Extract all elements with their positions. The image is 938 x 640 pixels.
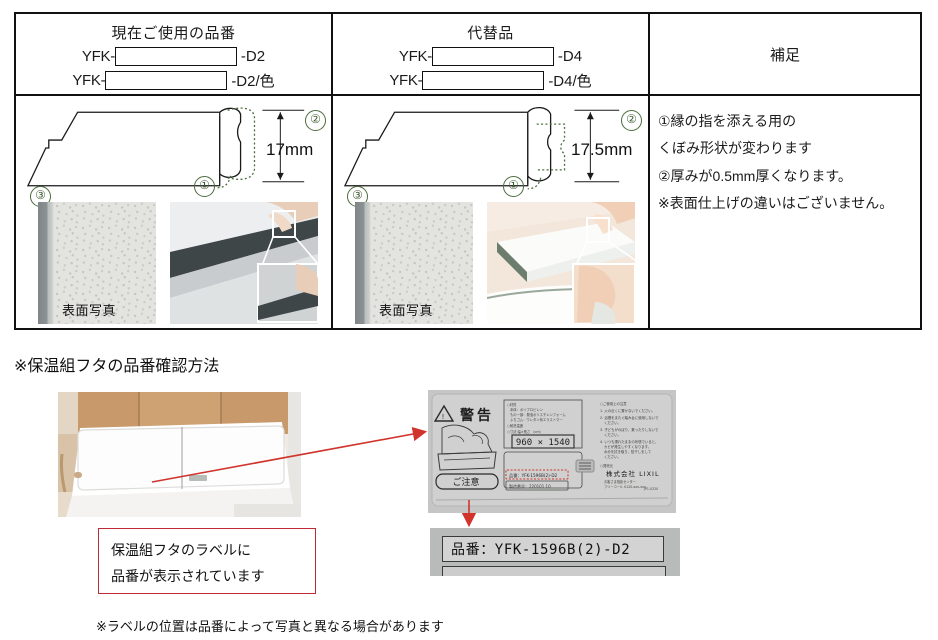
svg-text:警告: 警告 — [460, 407, 494, 424]
cross-section-diagram-current — [26, 107, 305, 189]
svg-text:ください。: ください。 — [604, 432, 621, 437]
svg-text:JP1-0220: JP1-0220 — [643, 487, 658, 491]
cross-section-diagram-replacement — [343, 106, 620, 190]
callout-box-label-location: 保温組フタのラベルに 品番が表示されています — [98, 528, 316, 594]
comparison-table: 現在ご使用の品番 YFK- -D2 YFK- -D2/色 — [14, 12, 922, 330]
svg-text:4. いつも濡れたままの状態でいると、: 4. いつも濡れたままの状態でいると、 — [600, 439, 658, 444]
svg-text:3. 子どもがのぼり、乗ったりしないで: 3. 子どもがのぼり、乗ったりしないで — [600, 427, 659, 432]
svg-text:ご注意: ご注意 — [452, 476, 479, 488]
surface-photo-caption: 表面写真 — [62, 303, 117, 318]
header-cell-current: 現在ご使用の品番 YFK- -D2 YFK- -D2/色 — [16, 14, 331, 96]
code-row-replacement-1: YFK- -D4 — [333, 47, 648, 66]
svg-text:水分を拭き取り、陰干しをして: 水分を拭き取り、陰干しをして — [604, 449, 651, 454]
svg-text:ください。: ください。 — [604, 454, 621, 459]
surface-photo-caption: 表面写真 — [379, 303, 434, 318]
code-input-replacement-2[interactable] — [422, 71, 545, 90]
section-title-part-number-check: ※保温組フタの品番確認方法 — [14, 358, 220, 375]
body-cell-replacement: 17.5mm ② ① ③ 表面写真 — [333, 96, 648, 328]
marker-two-replacement: ② — [621, 110, 642, 131]
code-prefix: YFK- — [81, 48, 115, 65]
svg-text:品番：YFK-1596B(2)-D2: 品番：YFK-1596B(2)-D2 — [509, 472, 558, 479]
code-suffix: -D2 — [240, 48, 266, 65]
photo-strip-current: 表面写真 — [38, 202, 318, 324]
code-row-current-1: YFK- -D2 — [16, 47, 331, 66]
surface-photo-replacement: 表面写真 — [355, 202, 473, 324]
photo-strip-replacement: 表面写真 — [355, 202, 635, 324]
part-number-secondary-strip — [442, 566, 666, 576]
svg-text:○発売元: ○発売元 — [600, 463, 614, 468]
svg-text:もの一部：発泡ポリスチレンフォーム: もの一部：発泡ポリスチレンフォーム — [510, 412, 567, 417]
code-row-current-2: YFK- -D2/色 — [16, 70, 331, 91]
svg-text:○材質: ○材質 — [507, 402, 517, 407]
code-input-replacement-1[interactable] — [431, 47, 554, 66]
edge-grip-photo-current — [170, 202, 318, 324]
warning-label-photo: ! 警告 ご注意 ○材質 本体：ポリプロピレン もの一部：発泡ポリスチレンフォー… — [428, 390, 676, 513]
footnote-label-position: ※ラベルの位置は品番によって写真と異なる場合があります — [96, 619, 444, 634]
surface-photo-current: 表面写真 — [38, 202, 156, 324]
code-input-current-1[interactable] — [114, 47, 237, 66]
thickness-dimension-current: 17mm — [266, 140, 314, 159]
note-item: ①縁の指を添える用の — [658, 113, 797, 129]
code-suffix: -D4/色 — [548, 73, 592, 90]
svg-text:フリーコール 0120-xxx-xxx: フリーコール 0120-xxx-xxx — [604, 484, 646, 489]
svg-text:ください。: ください。 — [604, 420, 621, 425]
code-prefix: YFK- — [389, 72, 423, 89]
code-suffix: -D4 — [557, 48, 583, 65]
column-header-notes: 補足 — [769, 46, 800, 64]
arrow-tub-to-label — [151, 426, 428, 483]
notes-list: ①縁の指を添える用の くぼみ形状が変わります ②厚みが0.5mm厚くなります。 … — [650, 96, 920, 217]
svg-text:960 × 1540: 960 × 1540 — [516, 438, 570, 448]
code-prefix: YFK- — [398, 48, 432, 65]
column-header-replacement: 代替品 — [467, 25, 514, 42]
svg-text:○耐熱温度: ○耐熱温度 — [507, 423, 524, 428]
svg-text:本体：ポリプロピレン: 本体：ポリプロピレン — [510, 407, 544, 412]
svg-text:○寸法 幅×長さ （cm）: ○寸法 幅×長さ （cm） — [507, 429, 543, 434]
header-cell-notes: 補足 — [650, 14, 920, 96]
thickness-dimension-replacement: 17.5mm — [571, 140, 633, 159]
bathtub-lid-photo — [58, 392, 301, 517]
marker-two-current: ② — [305, 110, 326, 131]
callout-line: 品番が表示されています — [111, 567, 265, 584]
marker-one-replacement: ① — [503, 176, 524, 197]
header-cell-replacement: 代替品 YFK- -D4 YFK- -D4/色 — [333, 14, 648, 96]
svg-text:ふちゴム：ウレタン系エラストマー: ふちゴム：ウレタン系エラストマー — [510, 417, 563, 422]
body-cell-notes: ①縁の指を添える用の くぼみ形状が変わります ②厚みが0.5mm厚くなります。 … — [650, 96, 920, 328]
edge-grip-photo-replacement — [487, 202, 635, 324]
note-item: ※表面仕上げの違いはございません。 — [658, 194, 894, 211]
code-input-current-2[interactable] — [105, 71, 228, 90]
svg-text:2. 浴槽をまたぐ踏み台に使用しないで: 2. 浴槽をまたぐ踏み台に使用しないで — [600, 415, 659, 420]
note-item: くぼみ形状が変わります — [658, 140, 812, 157]
code-suffix: -D2/色 — [231, 73, 275, 90]
part-number-text: 品番：YFK-1596B(2)-D2 — [442, 536, 664, 562]
callout-line: 保温組フタのラベルに — [111, 542, 251, 558]
svg-text:1. 火の近くに置かないでください。: 1. 火の近くに置かないでください。 — [600, 408, 655, 413]
svg-text:○ご使用上の注意: ○ご使用上の注意 — [600, 401, 627, 406]
note-item: ②厚みが0.5mm厚くなります。 — [658, 167, 852, 184]
svg-text:株式会社 LIXIL: 株式会社 LIXIL — [606, 469, 660, 478]
column-replacement-product: 代替品 YFK- -D4 YFK- -D4/色 — [333, 14, 650, 328]
arrow-label-to-part-number — [461, 500, 477, 528]
column-notes: 補足 ①縁の指を添える用の くぼみ形状が変わります ②厚みが0.5mm厚くなりま… — [650, 14, 920, 328]
svg-text:お客さま相談センター: お客さま相談センター — [604, 479, 636, 484]
column-header-current: 現在ご使用の品番 — [111, 25, 236, 42]
code-row-replacement-2: YFK- -D4/色 — [333, 70, 648, 91]
body-cell-current: 17mm ② ① ③ 表面写真 — [16, 96, 331, 328]
part-number-zoom-photo: 品番：YFK-1596B(2)-D2 — [430, 528, 680, 576]
code-prefix: YFK- — [72, 72, 106, 89]
marker-one-current: ① — [194, 176, 215, 197]
svg-text:カビが発生しやすくなります。: カビが発生しやすくなります。 — [604, 444, 651, 449]
column-current-product: 現在ご使用の品番 YFK- -D2 YFK- -D2/色 — [16, 14, 333, 328]
svg-text:!: ! — [442, 413, 445, 421]
svg-text:製造番号：220101 10: 製造番号：220101 10 — [509, 483, 551, 489]
